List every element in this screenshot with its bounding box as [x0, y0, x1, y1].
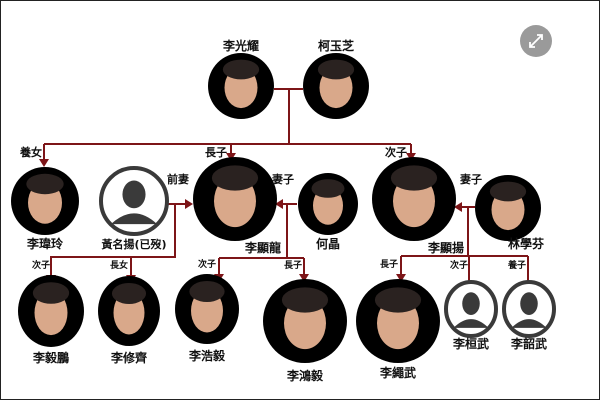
name-lsw: 李繩武: [379, 365, 416, 380]
photo-hc: [298, 173, 358, 235]
name-lyp: 李毅鵬: [32, 350, 69, 365]
name-lhw: 李桓武: [452, 336, 489, 351]
photo-lhy: [372, 157, 456, 241]
role-lxq: 長女: [110, 259, 128, 271]
role-lhongyi: 長子: [284, 260, 302, 271]
expand-button[interactable]: [520, 25, 552, 57]
photo-lsf: [475, 175, 541, 241]
name-lhyi: 李浩毅: [188, 348, 226, 363]
name-kyc: 柯玉芝: [318, 38, 354, 53]
photo-lky: [208, 53, 274, 119]
role-lhl: 長子: [205, 146, 227, 159]
role-lwl: 養女: [20, 145, 42, 159]
name-lky: 李光耀: [222, 38, 259, 53]
photo-lhongyi: [263, 279, 347, 363]
role-lsw: 長子: [380, 259, 398, 270]
name-lsf: 林學芬: [508, 236, 545, 251]
role-lyp: 次子: [32, 259, 50, 271]
name-lshw: 李韶武: [510, 336, 547, 351]
name-lwl: 李瑋玲: [26, 236, 64, 251]
name-lhl: 李顯龍: [244, 240, 281, 255]
photo-lhyi: [175, 274, 239, 344]
name-hmy: 黃名揚(已歿): [100, 237, 166, 251]
name-lhy: 李顯揚: [427, 240, 464, 255]
role-lhyi: 次子: [198, 258, 216, 270]
role-hc: 妻子: [272, 172, 294, 186]
role-lhy: 次子: [385, 145, 407, 159]
photo-lshw: [502, 280, 556, 338]
photo-lyp: [18, 275, 84, 347]
photo-hmy: [99, 166, 169, 236]
name-lxq: 李修齊: [110, 350, 148, 365]
photo-lwl: [11, 167, 79, 235]
photo-kyc: [303, 53, 369, 119]
photo-lsw: [356, 279, 440, 363]
name-lhongyi: 李鴻毅: [286, 368, 324, 383]
photo-lxq: [98, 276, 160, 346]
role-lsf: 妻子: [460, 172, 482, 186]
expand-icon: [529, 34, 543, 48]
role-hmy: 前妻: [167, 172, 189, 186]
photo-lhl: [193, 157, 277, 241]
name-hc: 何晶: [316, 236, 340, 251]
role-lhw: 次子: [450, 259, 468, 271]
photo-lhw: [444, 280, 498, 338]
role-lshw: 養子: [507, 259, 526, 271]
connectors: [39, 88, 533, 290]
